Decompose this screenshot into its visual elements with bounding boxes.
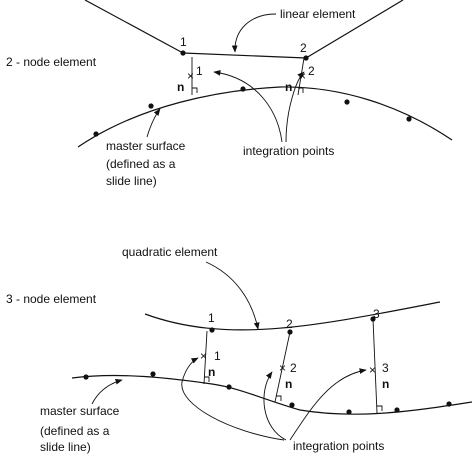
slave-node-2 bbox=[303, 55, 309, 61]
master-surface-line-1: master surface bbox=[106, 139, 186, 153]
right-angle-2 bbox=[276, 395, 282, 401]
ip-label-1: 1 bbox=[214, 349, 221, 363]
normal-line-2 bbox=[274, 331, 291, 403]
slave-edge-right bbox=[305, 0, 404, 59]
master-node bbox=[93, 131, 99, 137]
normal-label-1: n bbox=[177, 80, 184, 94]
right-angle-1 bbox=[204, 376, 210, 382]
three-node-panel: 3 - node element quadratic element 1 2 3… bbox=[6, 245, 472, 454]
normal-label-2: n bbox=[285, 377, 292, 391]
integration-point-2-marker: × bbox=[299, 69, 306, 83]
master-surface-leader bbox=[146, 108, 161, 138]
master-node bbox=[394, 407, 400, 413]
master-surface bbox=[77, 86, 453, 148]
master-surface-line-2: (defined as a bbox=[106, 157, 176, 171]
integration-point-1-marker: × bbox=[200, 349, 207, 363]
linear-element-leader bbox=[231, 13, 277, 53]
right-angle-2 bbox=[298, 87, 304, 93]
master-node bbox=[446, 401, 452, 407]
master-node bbox=[344, 99, 350, 105]
two-node-panel: 2 - node element 1 2 linear element × 1 … bbox=[6, 0, 453, 188]
normal-label-1: n bbox=[208, 365, 215, 379]
ip-label-2: 2 bbox=[290, 361, 297, 375]
ip-label-1: 1 bbox=[196, 64, 203, 78]
integration-points-label: integration points bbox=[243, 144, 334, 158]
slave-node-1 bbox=[180, 50, 186, 56]
node-label-1: 1 bbox=[208, 311, 215, 325]
ip-leader-2 bbox=[263, 371, 287, 441]
normal-line-1 bbox=[203, 330, 208, 385]
ip-leader-3 bbox=[289, 368, 367, 441]
node-label-2: 2 bbox=[300, 41, 307, 55]
master-surface-leader bbox=[91, 379, 123, 405]
integration-point-1-marker: × bbox=[187, 69, 194, 83]
ip-label-3: 3 bbox=[382, 361, 389, 375]
quadratic-element-label: quadratic element bbox=[122, 245, 218, 259]
normal-line-3 bbox=[372, 318, 378, 414]
ip-leader-right bbox=[285, 71, 305, 143]
normal-label-2: n bbox=[285, 80, 292, 94]
node-label-1: 1 bbox=[180, 35, 187, 49]
node-label-2: 2 bbox=[286, 317, 293, 331]
master-surface-line-1: master surface bbox=[40, 404, 120, 418]
right-angle-1 bbox=[192, 87, 198, 93]
slave-node-1 bbox=[209, 327, 215, 333]
master-node bbox=[83, 374, 89, 380]
master-surface-line-3: slide line) bbox=[40, 440, 91, 454]
linear-element-label: linear element bbox=[280, 7, 356, 21]
node-label-3: 3 bbox=[373, 307, 380, 321]
integration-point-3-marker: × bbox=[369, 363, 376, 377]
master-node bbox=[148, 103, 154, 109]
master-surface-line-3: slide line) bbox=[106, 174, 157, 188]
two-node-title: 2 - node element bbox=[6, 55, 97, 69]
quadratic-element-leader bbox=[205, 261, 260, 330]
integration-points-label: integration points bbox=[293, 439, 384, 453]
right-angle-3 bbox=[377, 405, 383, 411]
master-node bbox=[346, 409, 352, 415]
linear-element bbox=[182, 52, 307, 59]
master-surface-line-2: (defined as a bbox=[40, 424, 110, 438]
master-node bbox=[406, 116, 412, 122]
master-node bbox=[226, 384, 232, 390]
master-node bbox=[150, 371, 156, 377]
ip-leader-left bbox=[213, 70, 283, 143]
master-surface bbox=[71, 374, 472, 415]
normal-label-3: n bbox=[382, 377, 389, 391]
master-node bbox=[289, 402, 295, 408]
slave-edge-left bbox=[84, 0, 184, 54]
quadratic-element bbox=[144, 301, 441, 331]
three-node-title: 3 - node element bbox=[6, 292, 97, 306]
master-node bbox=[240, 86, 246, 92]
integration-point-2-marker: × bbox=[279, 361, 286, 375]
ip-label-2: 2 bbox=[308, 64, 315, 78]
ip-leader-1 bbox=[181, 357, 285, 441]
